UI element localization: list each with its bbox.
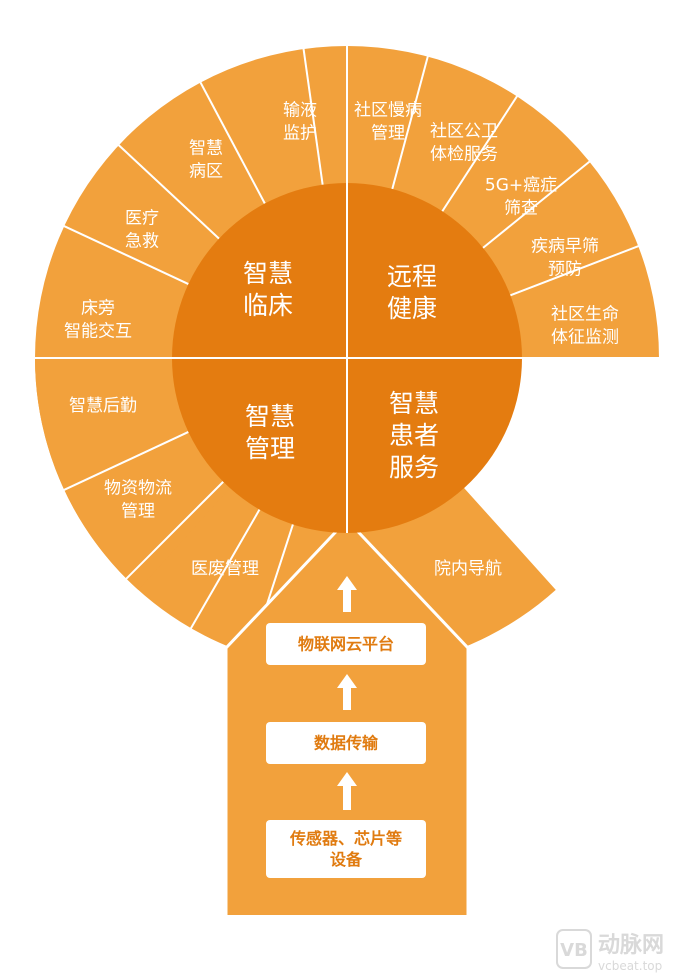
segment-label-line: 社区公卫: [430, 122, 498, 142]
segment-label: 社区公卫体检服务: [430, 122, 498, 165]
stack-box: [266, 623, 426, 665]
segment-label: 5G+癌症筛查: [485, 176, 557, 219]
stack-box-label-line: 物联网云平台: [298, 634, 394, 653]
stack-box-label-line: 数据传输: [314, 733, 379, 752]
segment-divider: [61, 224, 189, 285]
segment-label-line: 管理: [567, 409, 601, 429]
segment-label: 报警求助: [512, 479, 580, 499]
up-arrow-icon: [337, 576, 357, 612]
segment-divider: [391, 54, 430, 190]
stack-box-label: 数据传输: [314, 733, 379, 752]
quadrant-smart-management-line: 管理: [245, 434, 295, 463]
segment-label-line: 急救: [125, 232, 159, 252]
segment-label-line: 智慧: [189, 139, 223, 159]
stack-box-label: 传感器、芯片等设备: [289, 829, 402, 869]
segment-label-line: 体征监测: [551, 328, 619, 348]
stack-box-label: 物联网云平台: [298, 634, 394, 653]
segment-label: 输液监护: [283, 101, 317, 144]
stack-box-label-line: 传感器、芯片等: [289, 829, 402, 848]
segment-divider: [441, 94, 519, 212]
segment-label-line: 床旁: [81, 299, 115, 319]
up-arrow-icon: [337, 674, 357, 710]
quadrant-patient-service: 智慧患者服务: [389, 389, 439, 482]
segment-label-line: 医疗: [125, 209, 159, 229]
quadrant-smart-clinical-line: 智慧: [243, 259, 293, 288]
quadrant-patient-service-line: 患者: [389, 421, 439, 450]
segment-divider: [510, 244, 641, 297]
quadrant-smart-management: 智慧管理: [245, 402, 295, 463]
segment-label-line: 5G+癌症: [485, 176, 557, 196]
segment-divider: [198, 80, 266, 204]
segment-label-line: 管理: [371, 124, 405, 144]
segment-label-line: 预防: [548, 260, 582, 280]
segment-divider: [480, 469, 589, 561]
quadrant-patient-service-line: 智慧: [389, 389, 439, 418]
segment-label: 医疗急救: [125, 209, 159, 252]
segment-label: 智慧后勤: [69, 396, 137, 416]
segment-divider: [116, 143, 220, 240]
segment-label-line: 报警求助: [512, 479, 580, 499]
quadrant-smart-clinical: 智慧临床: [243, 259, 293, 320]
segment-label: 床旁智能交互: [64, 299, 132, 342]
segment-label: 人员定位管理: [550, 386, 618, 429]
segment-divider: [124, 481, 224, 581]
segment-label-line: 输液: [283, 101, 317, 121]
segment-label-line: 病区: [189, 162, 223, 182]
segment-label-line: 筛查: [504, 199, 538, 219]
segment-label: 社区慢病管理: [354, 100, 422, 144]
quadrant-remote-health-line: 远程: [387, 262, 437, 291]
stack-box-label-line: 设备: [330, 850, 363, 869]
segment-label: 院内导航: [434, 559, 502, 579]
logo-text: VB: [560, 940, 588, 961]
segment-label: 医废管理: [191, 559, 259, 579]
segment-label-line: 管理: [121, 502, 155, 522]
quadrant-remote-health-line: 健康: [387, 294, 437, 323]
segment-label-line: 社区生命: [551, 305, 619, 325]
segment-label: 智慧病区: [189, 139, 223, 182]
quadrant-patient-service-line: 服务: [389, 453, 439, 482]
watermark-url: vcbeat.top: [598, 959, 662, 973]
segment-label: 社区生命体征监测: [551, 305, 619, 348]
segment-divider: [302, 46, 324, 185]
segment-label-line: 监护: [283, 124, 317, 144]
segment-label: 物资物流管理: [104, 479, 172, 522]
segment-divider: [508, 422, 639, 477]
quadrant-smart-clinical-line: 临床: [243, 291, 293, 320]
segment-divider: [61, 431, 189, 492]
segment-label-line: 院内导航: [434, 559, 502, 579]
segment-label-line: 物资物流: [104, 479, 172, 499]
watermark-name: 动脉网: [598, 933, 664, 958]
segment-label-line: 社区慢病: [354, 100, 422, 121]
up-arrow-icon: [337, 772, 357, 810]
labels: 智慧临床远程健康智慧管理智慧患者服务输液监护智慧病区医疗急救床旁智能交互社区慢病…: [64, 100, 619, 869]
stack-box: [266, 722, 426, 764]
quadrant-remote-health: 远程健康: [387, 262, 437, 323]
segment-divider: [189, 509, 261, 631]
segment-label: 疾病早筛预防: [531, 237, 599, 280]
inner-core: [172, 183, 522, 533]
vb-logo-icon: [556, 929, 592, 969]
segment-label-line: 智慧后勤: [69, 396, 137, 416]
segment-label-line: 医废管理: [191, 559, 259, 579]
segment-divider: [482, 159, 592, 249]
foundation-stack: [224, 517, 470, 915]
stack-body: [226, 520, 468, 915]
segment-label-line: 智能交互: [64, 322, 132, 342]
segment-label-line: 体检服务: [430, 145, 498, 165]
segment-label-line: 疾病早筛: [531, 237, 599, 257]
stack-box: [266, 820, 426, 878]
segment-label-line: 人员定位: [550, 386, 618, 406]
quadrant-smart-management-line: 智慧: [245, 402, 295, 431]
